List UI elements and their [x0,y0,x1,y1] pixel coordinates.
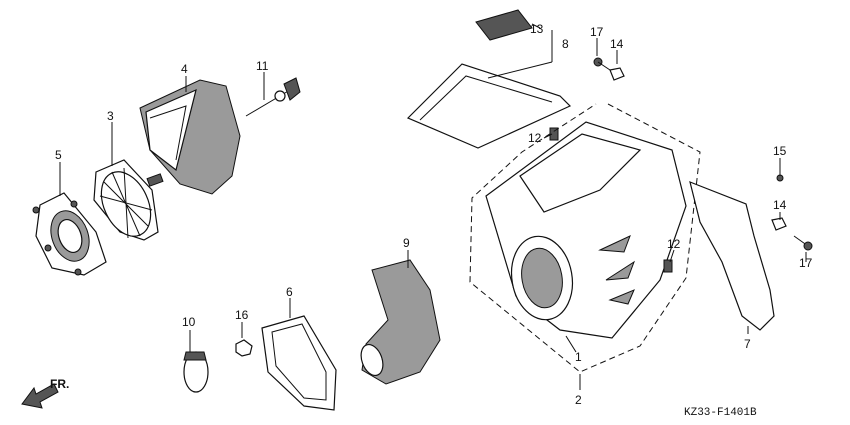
part-3-filter-cage [93,159,164,241]
part-5-joint-plate [32,192,107,276]
callout-12-right: 12 [667,237,681,251]
part-6-gasket [261,315,337,411]
callout-2: 2 [575,393,582,407]
part-1-air-cleaner-case [485,121,687,339]
part-13-seal-sheet [475,9,533,41]
part-10-hose-clamp [183,351,209,393]
callout-13: 13 [530,22,544,36]
part-11-wing-bolt [245,77,301,117]
callout-8: 8 [562,37,569,51]
callout-10: 10 [182,315,196,329]
callout-6: 6 [286,285,293,299]
callout-3: 3 [107,109,114,123]
diagram-code: KZ33-F1401B [684,407,757,419]
callout-1: 1 [575,350,582,364]
callout-4: 4 [181,62,188,76]
part-14-15-17-hardware-right [771,174,813,251]
callout-9: 9 [403,236,410,250]
callout-14-right: 14 [773,198,787,212]
callout-17-top: 17 [590,25,604,39]
callout-15: 15 [773,144,787,158]
part-9-intake-boot [360,259,441,385]
part-16-nut [235,339,253,357]
callout-12-top: 12 [528,131,542,145]
front-direction-arrow [21,383,59,409]
callout-14-top: 14 [610,37,624,51]
callout-16: 16 [235,308,249,322]
part-14-17-hardware-top [593,57,625,81]
front-label: FR. [50,377,69,391]
part-7-side-cover [689,181,775,331]
callout-5: 5 [55,148,62,162]
part-8-cover [406,63,572,149]
leader-lines [59,23,807,390]
part-4-foam-filter [139,79,241,195]
callout-17-right: 17 [799,256,813,270]
callout-11: 11 [256,59,269,73]
callout-7: 7 [744,337,751,351]
